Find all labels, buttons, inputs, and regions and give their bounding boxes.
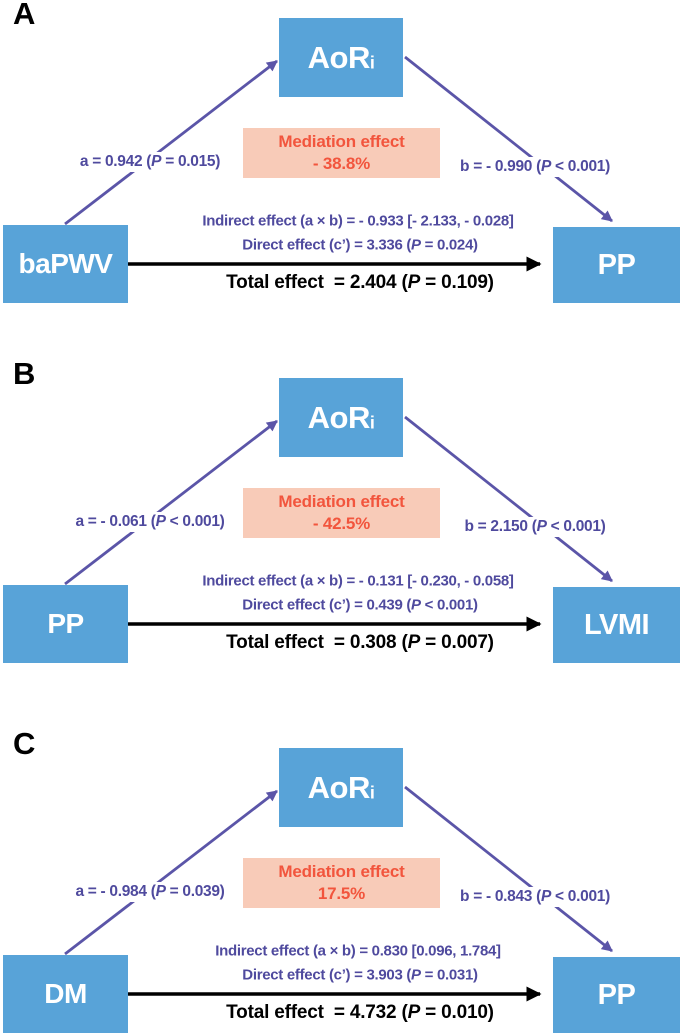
panel-letter: C (13, 726, 36, 761)
path-b-arrow (404, 55, 613, 223)
mediator-label: AoR (307, 769, 371, 805)
direct-effect-label: Direct effect (c’) = 0.439 (P < 0.001) (242, 596, 478, 614)
mediation-effect-value: - 42.5% (312, 514, 371, 533)
path-b-label: b = 2.150 (P < 0.001) (460, 517, 610, 537)
mediation-effect-value: - 38.8% (312, 154, 371, 173)
outcome-box: PP (553, 227, 680, 303)
path-a-arrow (64, 419, 278, 586)
panel-letter: A (13, 0, 36, 31)
outcome-box: PP (553, 957, 680, 1033)
path-b-arrow (404, 785, 613, 953)
path-a-label: a = 0.942 (P = 0.015) (75, 152, 225, 172)
path-a-label: a = - 0.984 (P = 0.039) (71, 882, 229, 902)
mediation-effect-box: Mediation effect 17.5% (243, 858, 440, 908)
mediator-label: AoR (307, 399, 371, 435)
panel-b-arrows (64, 415, 613, 632)
mediation-effect-title: Mediation effect (278, 491, 405, 511)
total-effect-label: Total effect = 4.732 (P = 0.010) (226, 1002, 494, 1023)
path-a-arrow (64, 789, 278, 956)
direct-effect-label: Direct effect (c’) = 3.903 (P = 0.031) (242, 966, 478, 984)
predictor-box: baPWV (3, 225, 128, 303)
path-b-label: b = - 0.990 (P < 0.001) (456, 157, 614, 177)
mediation-effect-box: Mediation effect - 38.8% (243, 128, 440, 178)
path-a-arrow (64, 59, 278, 226)
direct-effect-label: Direct effect (c’) = 3.336 (P = 0.024) (242, 236, 478, 254)
mediator-subscript: i (369, 412, 375, 433)
path-a-label: a = - 0.061 (P < 0.001) (71, 512, 229, 532)
mediation-effect-value: 17.5% (317, 884, 366, 903)
mediator-subscript: i (369, 52, 375, 73)
mediator-subscript: i (369, 782, 375, 803)
outcome-box: LVMI (553, 587, 680, 663)
mediator-label: AoR (307, 39, 371, 75)
predictor-box: PP (3, 585, 128, 663)
mediation-effect-box: Mediation effect - 42.5% (243, 488, 440, 538)
panel-a-arrows (64, 55, 613, 272)
indirect-effect-label: Indirect effect (a × b) = - 0.933 [- 2.1… (202, 212, 514, 230)
total-effect-label: Total effect = 2.404 (P = 0.109) (226, 272, 494, 293)
total-effect-label: Total effect = 0.308 (P = 0.007) (226, 632, 494, 653)
mediation-effect-title: Mediation effect (278, 861, 405, 881)
panel-letter: B (13, 356, 36, 391)
indirect-effect-label: Indirect effect (a × b) = 0.830 [0.096, … (215, 942, 501, 960)
path-b-arrow (404, 415, 613, 583)
panel-c-arrows (64, 785, 613, 1002)
indirect-effect-label: Indirect effect (a × b) = - 0.131 [- 0.2… (202, 572, 514, 590)
predictor-box: DM (3, 955, 128, 1033)
path-b-label: b = - 0.843 (P < 0.001) (456, 887, 614, 907)
mediation-effect-title: Mediation effect (278, 131, 405, 151)
